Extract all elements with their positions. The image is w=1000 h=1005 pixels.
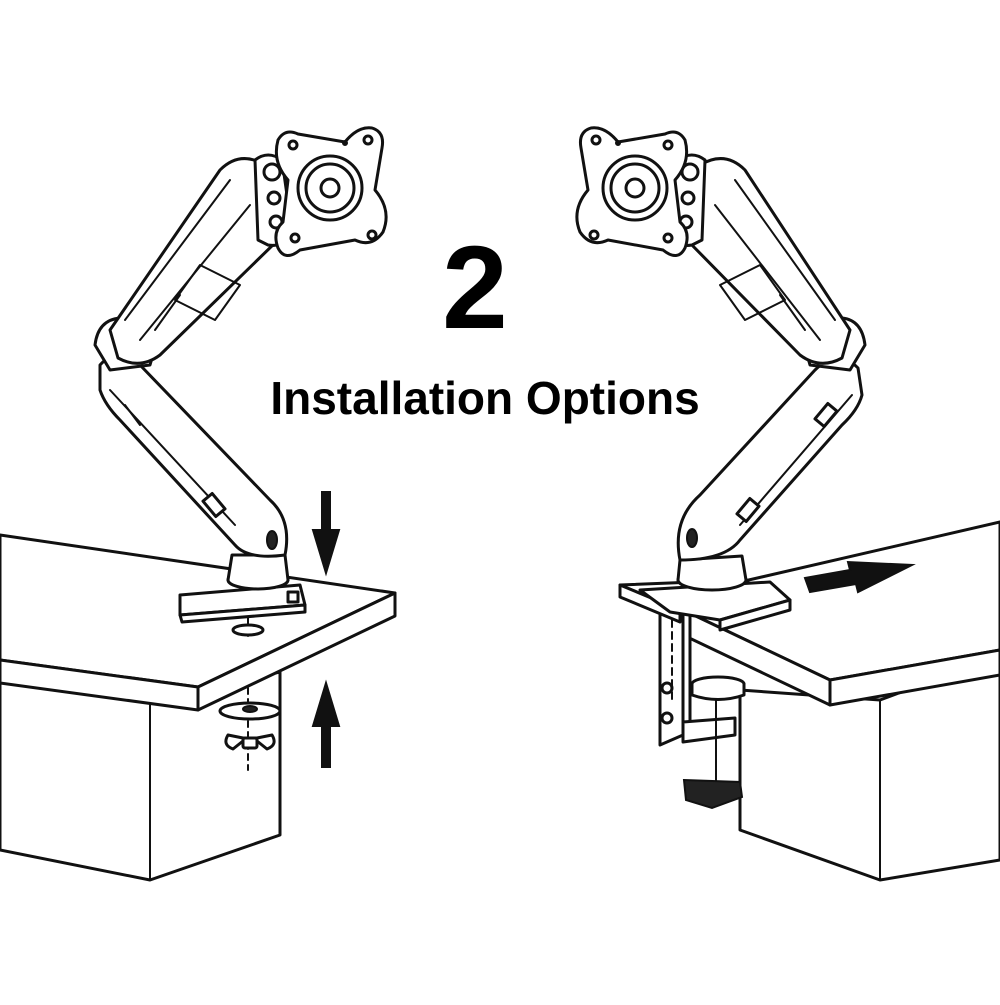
headline-text: Installation Options xyxy=(270,372,700,424)
right-monitor-arm xyxy=(575,126,867,632)
headline-number: 2 xyxy=(442,222,508,354)
arrow-down-icon xyxy=(311,491,341,577)
arrow-up-icon xyxy=(311,679,341,768)
left-grommet-hardware xyxy=(218,604,282,771)
arrow-right-icon xyxy=(803,560,916,594)
right-desk xyxy=(660,520,1000,882)
left-desk xyxy=(0,533,397,882)
left-monitor-arm xyxy=(93,126,388,624)
